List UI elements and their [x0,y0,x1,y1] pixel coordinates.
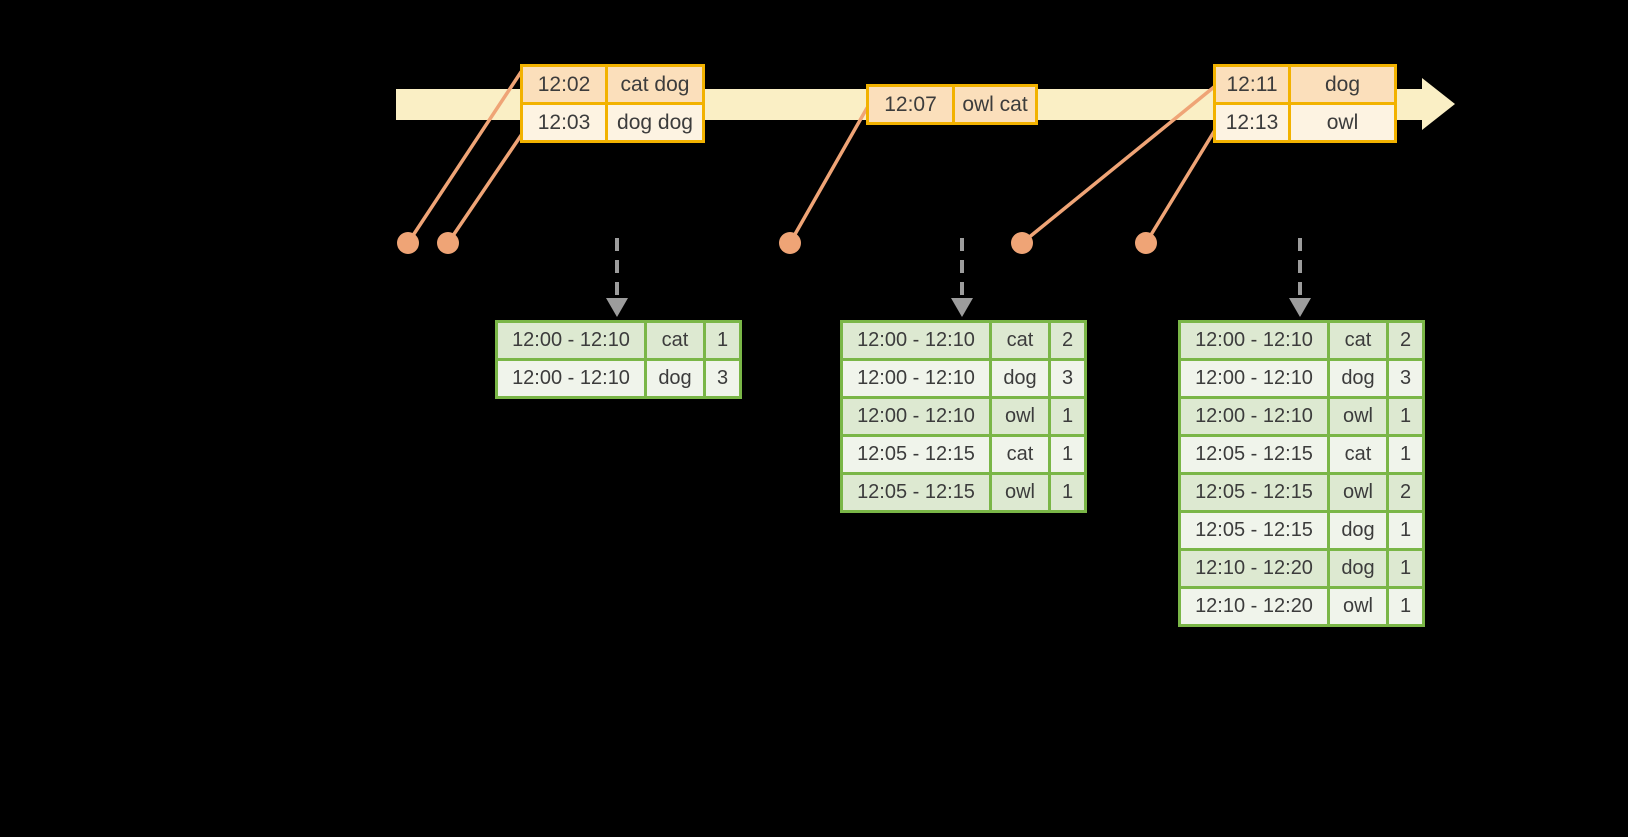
table-cell: owl [1327,472,1389,513]
table-cell: cat dog [605,64,705,105]
table-cell: 2 [1386,320,1425,361]
table-cell: 2 [1048,320,1087,361]
event-connector-line [1020,85,1216,245]
table-cell: dog [1288,64,1397,105]
table-cell: 12:00 - 12:10 [840,358,992,399]
table-cell: 1 [1386,396,1425,437]
table-cell: 12:10 - 12:20 [1178,548,1330,589]
table-cell: 1 [1048,472,1087,513]
table-cell: cat [1327,320,1389,361]
table-cell: 12:00 - 12:10 [1178,396,1330,437]
event-dot-icon [397,232,419,254]
timeline-arrowhead-icon [1422,78,1455,130]
table-cell: dog dog [605,102,705,143]
table-cell: cat [989,434,1051,475]
table-cell: 12:00 - 12:10 [1178,358,1330,399]
table-cell: 12:11 [1213,64,1291,105]
table-cell: 3 [703,358,742,399]
table-cell: 12:10 - 12:20 [1178,586,1330,627]
event-connector-line [1144,128,1217,245]
table-cell: 12:02 [520,64,608,105]
table-cell: 1 [1386,548,1425,589]
table-cell: 12:05 - 12:15 [840,434,992,475]
table-cell: 12:13 [1213,102,1291,143]
table-cell: 12:00 - 12:10 [495,320,647,361]
table-cell: cat [644,320,706,361]
table-cell: 12:05 - 12:15 [1178,472,1330,513]
trigger-arrow-icon [951,238,973,317]
table-cell: 12:00 - 12:10 [840,396,992,437]
table-cell: 1 [1048,434,1087,475]
event-dot-icon [779,232,801,254]
table-cell: 1 [1386,586,1425,627]
event-connector-line [446,132,524,245]
table-cell: dog [989,358,1051,399]
table-cell: dog [644,358,706,399]
table-cell: 12:03 [520,102,608,143]
table-cell: cat [1327,434,1389,475]
table-cell: 3 [1048,358,1087,399]
table-cell: 1 [1386,510,1425,551]
table-cell: owl [1327,396,1389,437]
table-cell: cat [989,320,1051,361]
event-connector-line [788,106,869,245]
table-cell: dog [1327,548,1389,589]
trigger-arrow-icon [606,238,628,317]
table-cell: 2 [1386,472,1425,513]
trigger-arrow-icon [1289,238,1311,317]
table-cell: 1 [1386,434,1425,475]
table-cell: owl [1327,586,1389,627]
table-cell: 12:05 - 12:15 [1178,434,1330,475]
event-dot-icon [1135,232,1157,254]
event-dot-icon [437,232,459,254]
table-cell: owl cat [952,84,1038,125]
table-cell: 12:07 [866,84,955,125]
table-cell: 12:05 - 12:15 [1178,510,1330,551]
table-cell: dog [1327,358,1389,399]
event-connector-line [406,70,523,245]
table-cell: 12:00 - 12:10 [840,320,992,361]
table-cell: 1 [703,320,742,361]
table-cell: 12:00 - 12:10 [1178,320,1330,361]
table-cell: 12:05 - 12:15 [840,472,992,513]
event-dot-icon [1011,232,1033,254]
table-cell: owl [989,396,1051,437]
table-cell: 3 [1386,358,1425,399]
table-cell: 1 [1048,396,1087,437]
table-cell: dog [1327,510,1389,551]
table-cell: owl [989,472,1051,513]
table-cell: owl [1288,102,1397,143]
table-cell: 12:00 - 12:10 [495,358,647,399]
